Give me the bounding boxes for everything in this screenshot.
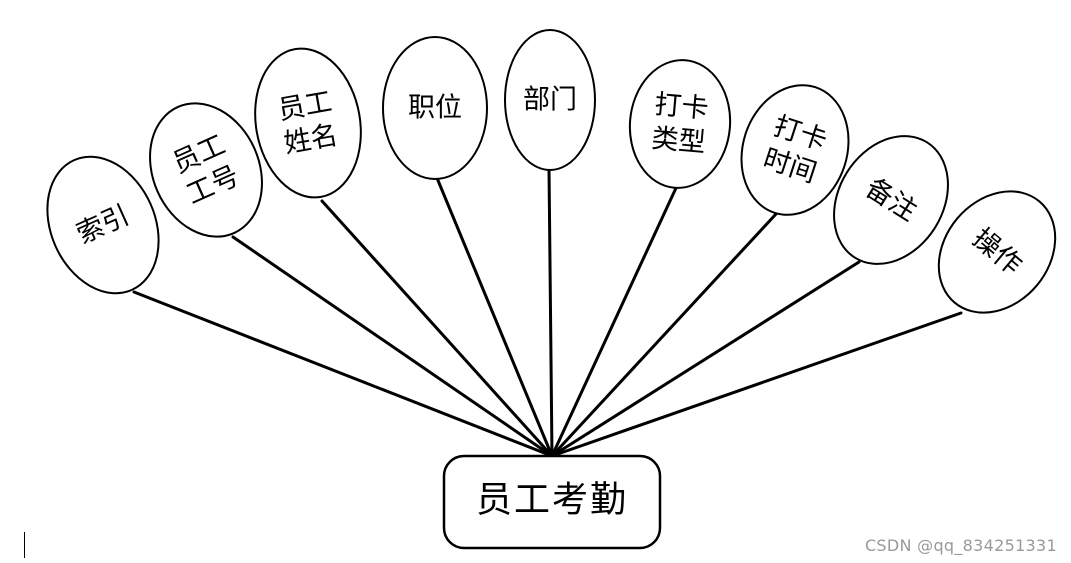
connector-line-operation: [550, 311, 963, 458]
attribute-ellipse-employee-no: [149, 102, 263, 238]
connector-lines: [132, 166, 963, 458]
attribute-ellipse-employee-name: [254, 47, 362, 199]
watermark-text: CSDN @qq_834251331: [864, 536, 1057, 555]
connector-line-department: [547, 166, 554, 458]
attribute-ellipse-punch-type: [628, 59, 732, 189]
text-cursor: [24, 532, 25, 558]
entity-rect: [442, 454, 662, 550]
connector-line-punch-time: [550, 212, 778, 458]
attribute-label-position: 职位: [408, 93, 462, 124]
attribute-position: 职位: [382, 36, 488, 180]
attribute-ellipse-remark: [833, 135, 949, 265]
entity-box: 员工考勤: [442, 454, 662, 550]
attribute-operation: 操作: [937, 190, 1057, 314]
attribute-ellipse-operation: [937, 190, 1057, 314]
connector-line-index: [132, 290, 554, 458]
attribute-ellipse-index: [46, 155, 160, 295]
connector-line-employee-no: [231, 235, 554, 458]
connector-line-position: [435, 176, 554, 458]
connector-line-employee-name: [320, 199, 554, 458]
attribute-department: 部门: [504, 29, 596, 171]
attribute-index: 索引: [46, 155, 160, 295]
attribute-ellipse-department: [504, 29, 596, 171]
attribute-label-punch-type: 类型: [650, 123, 706, 159]
attribute-ellipse-position: [382, 36, 488, 180]
attribute-ellipses: 索引员工工号员工姓名 职位 部门 打卡类型打卡时间备注操作: [46, 29, 1057, 314]
connector-line-remark: [550, 260, 861, 458]
connector-line-punch-type: [550, 186, 678, 458]
entity-label: 员工考勤: [476, 480, 628, 521]
attribute-label-punch-type: 打卡: [653, 89, 709, 125]
attribute-ellipse-punch-time: [740, 84, 850, 216]
attribute-remark: 备注: [833, 135, 949, 265]
attribute-label-department: 部门: [523, 85, 577, 116]
